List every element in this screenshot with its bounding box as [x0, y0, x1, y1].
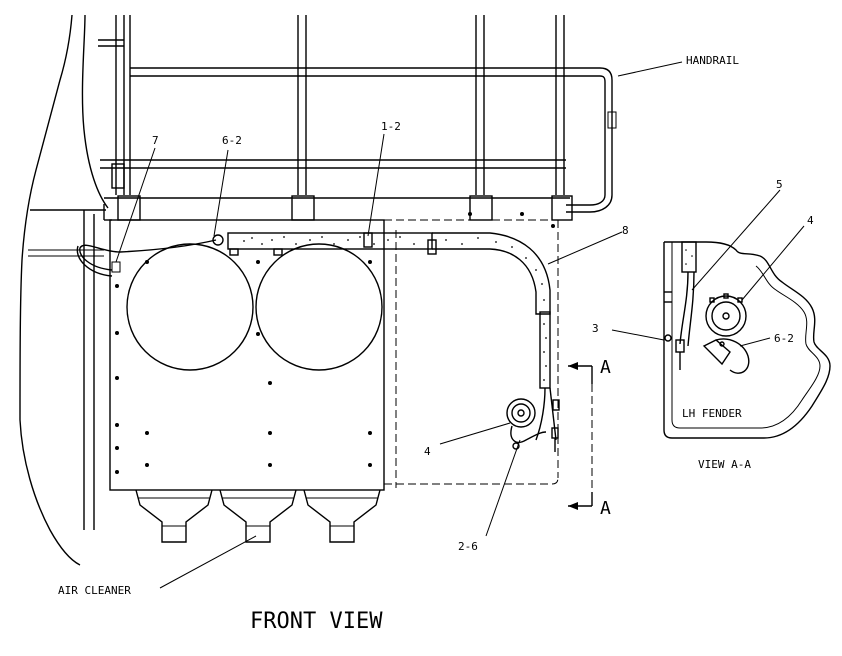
- label-front-view: FRONT VIEW: [250, 609, 383, 634]
- label-item-6-2-view: 6-2: [774, 332, 794, 345]
- label-item-4-view: 4: [807, 214, 814, 227]
- labels: HANDRAIL 7 6-2 1-2 8 4 2-6 AIR CLEANER 5…: [58, 54, 814, 634]
- label-item-2-6: 2-6: [458, 540, 478, 553]
- leader-lines: [115, 61, 683, 589]
- hose-assembly: [76, 232, 560, 452]
- label-item-6-2-front: 6-2: [222, 134, 242, 147]
- label-item-5: 5: [776, 178, 783, 191]
- label-lh-fender: LH FENDER: [682, 407, 742, 420]
- air-cleaner-housing: [109, 219, 385, 543]
- right-panel-hidden: [384, 212, 559, 488]
- label-air-cleaner: AIR CLEANER: [58, 584, 131, 597]
- cab-outline: [19, 14, 109, 566]
- label-item-4-front: 4: [424, 445, 431, 458]
- view-a-a-detail: [663, 241, 831, 439]
- label-item-7: 7: [152, 134, 159, 147]
- label-item-3: 3: [592, 322, 599, 335]
- label-handrail: HANDRAIL: [686, 54, 739, 67]
- service-indicator-front: [506, 398, 547, 450]
- section-cut-a-a: [568, 362, 593, 510]
- label-item-8: 8: [622, 224, 629, 237]
- label-view-a-a: VIEW A-A: [698, 458, 751, 471]
- precleaner-bowls: [135, 489, 381, 543]
- view-leader-lines: [611, 189, 805, 347]
- label-section-top: A: [600, 357, 611, 378]
- handrail: [98, 15, 617, 221]
- label-item-1-2: 1-2: [381, 120, 401, 133]
- label-section-bottom: A: [600, 498, 611, 519]
